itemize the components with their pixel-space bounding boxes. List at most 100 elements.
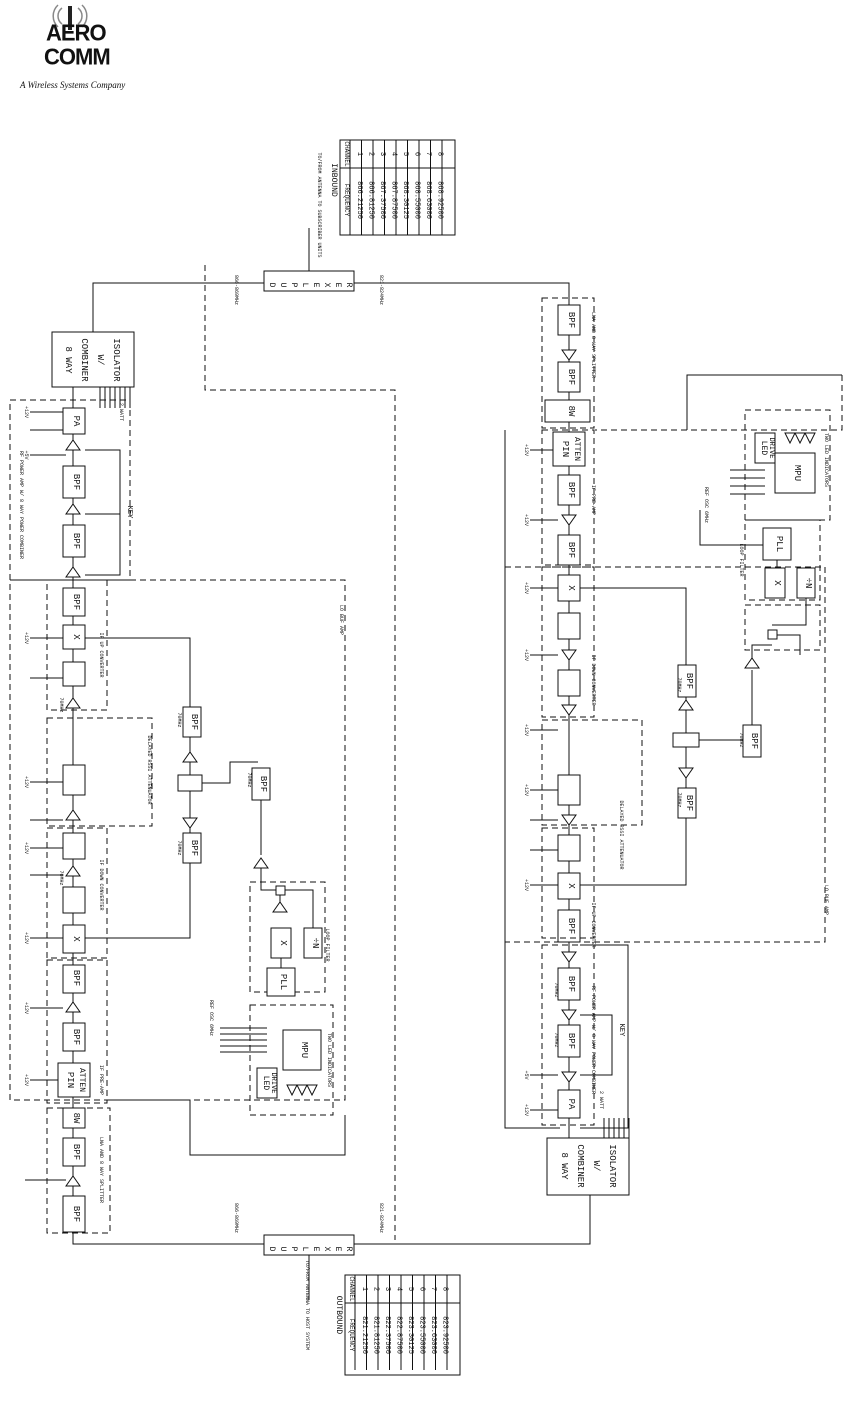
bottom-duplexer-letter: D xyxy=(267,1247,276,1252)
outbound-channel-cell: 6 xyxy=(418,1287,426,1291)
left-filter-1 xyxy=(62,661,86,687)
left-delayed-agc-note: DELAYED RSSI ATTENUATOR xyxy=(146,735,152,804)
outbound-frequency-cell: 823.92500 xyxy=(441,1316,449,1354)
left-vco-x-label: X xyxy=(278,940,288,946)
outbound-frequency-cell: 821.81250 xyxy=(372,1316,380,1354)
top-duplexer-letter: X xyxy=(322,283,331,288)
top-duplexer-letter: R xyxy=(344,283,353,288)
to-host-note: TO/FROM ANTENNA TO HOST SYSTEM xyxy=(304,1260,310,1350)
left-pin-atten xyxy=(57,1062,91,1098)
right-led-label: LED xyxy=(759,441,768,456)
left-2w-note: 2 WATT xyxy=(118,403,124,421)
left-bpf-6-label: BPF xyxy=(71,1144,81,1160)
right-if-down-conv-note: IF DOWN CONVERTER xyxy=(590,654,596,705)
right-mixer-1-label: X xyxy=(566,585,576,591)
outbound-channel-cell: 1 xyxy=(360,1287,368,1291)
right-lo-bpf-3-label: BPF xyxy=(749,733,759,749)
left-lo-bpf-2-label: BPF xyxy=(189,840,199,856)
right-8w xyxy=(544,399,591,423)
left-lo-bpf-label: BPF xyxy=(189,714,199,730)
antenna-waves-icon xyxy=(52,4,88,30)
right-key-label: KEY xyxy=(617,1024,625,1037)
outbound-channel-cell: 7 xyxy=(429,1287,437,1291)
top-duplexer xyxy=(263,270,355,292)
left-bpf-5 xyxy=(62,1022,86,1052)
left-lo-bpf-2 xyxy=(182,832,202,864)
left-lo-splitter xyxy=(177,774,203,792)
left-bpf-7 xyxy=(62,1195,86,1233)
inbound-channel-cell: 3 xyxy=(378,152,386,156)
left-bpf-3-label: BPF xyxy=(71,594,81,610)
outbound-col-channel: CHANNEL xyxy=(348,1276,355,1302)
supply-voltage-label: +12V xyxy=(23,842,29,854)
inbound-channel-cell: 4 xyxy=(390,152,398,156)
right-bpf-3-label: BPF xyxy=(566,482,576,498)
left-pin-label: PIN xyxy=(65,1072,75,1088)
aerocomm-logo: AERO COMM A Wireless Systems Company xyxy=(18,2,138,94)
to-subscriber-note: TO/FROM ANTENNA TO SUBSCRIBER UNITS xyxy=(316,152,322,257)
supply-voltage-label: +12V xyxy=(523,444,529,456)
right-if-pre-amp-note: IF PRE-AMP xyxy=(590,485,596,515)
if-frequency-label: 70MHz xyxy=(676,677,682,692)
inbound-frequency-cell: 868.63000 xyxy=(424,181,432,219)
top-duplexer-letter: D xyxy=(267,283,276,288)
right-divn-label: ÷N xyxy=(803,578,813,589)
inbound-col-channel: CHANNEL xyxy=(343,141,350,167)
right-filter-3 xyxy=(557,834,581,862)
supply-voltage-label: +12V xyxy=(523,514,529,526)
right-combiner xyxy=(546,1137,630,1196)
supply-voltage-label: +12V xyxy=(23,776,29,788)
right-bpf-5-label: BPF xyxy=(566,918,576,934)
right-ref-osc-note: REF OSC 6MHz xyxy=(703,487,709,523)
right-vco-x-label: X xyxy=(772,580,782,586)
left-drive-label: DRIVE xyxy=(269,1072,277,1093)
right-combiner-label: 8 WAY xyxy=(559,1152,569,1180)
supply-voltage-label: +12V xyxy=(23,932,29,944)
left-mixer-2-label: X xyxy=(71,936,81,942)
right-lo-bpf-2 xyxy=(677,787,697,819)
left-bpf-6 xyxy=(62,1137,86,1167)
outbound-frequency-cell: 823.55000 xyxy=(418,1316,426,1354)
supply-voltage-label: +12V xyxy=(23,1002,29,1014)
outbound-title: OUTBOUND xyxy=(334,1296,343,1335)
top-duplexer-letter: L xyxy=(300,283,309,288)
left-ref-osc-note: REF OSC 6MHz xyxy=(208,1000,214,1036)
left-bpf-2-label: BPF xyxy=(71,533,81,549)
outbound-channel-cell: 2 xyxy=(372,1287,380,1291)
if-frequency-label: 70MHz xyxy=(553,1032,559,1047)
right-if-up-conv-note: IF UP CONVERTER xyxy=(590,902,596,947)
left-divn-label: ÷N xyxy=(310,938,320,949)
right-lo-buf-note: LO BUF AMP xyxy=(823,885,829,915)
right-delayed-agc-note: DELAYED RSSI ATTENUATOR xyxy=(618,800,624,869)
right-led-drive xyxy=(754,432,776,464)
left-bpf-1-label: BPF xyxy=(71,474,81,490)
right-mixer-2-label: X xyxy=(566,883,576,889)
inbound-title: INBOUND xyxy=(329,163,338,197)
supply-voltage-label: +5V xyxy=(23,450,29,459)
bottom-duplexer xyxy=(263,1234,355,1256)
inbound-frequency-cell: 868.92500 xyxy=(436,181,444,219)
right-combiner-label: ISOLATOR xyxy=(607,1144,617,1188)
outbound-channel-cell: 5 xyxy=(406,1287,414,1291)
supply-voltage-label: +12V xyxy=(523,724,529,736)
left-combiner-label: 8 WAY xyxy=(63,346,73,374)
if-frequency-label: 70MHz xyxy=(176,712,182,727)
left-lo-bpf xyxy=(182,706,202,738)
right-mpu xyxy=(774,452,816,494)
right-filter-1 xyxy=(557,612,581,640)
outbound-channel-cell: 8 xyxy=(441,1287,449,1291)
right-combiner-label: COMBINER xyxy=(575,1144,585,1188)
left-pa-label: PA xyxy=(71,416,81,427)
left-mixer-1-label: X xyxy=(71,634,81,640)
outbound-channel-cell: 3 xyxy=(383,1287,391,1291)
left-bpf-4 xyxy=(62,964,86,994)
left-mpu xyxy=(282,1029,322,1071)
supply-voltage-label: +12V xyxy=(523,582,529,594)
right-lna-note: LNA AND 8 WAY SPLITTER xyxy=(590,312,596,378)
left-if-up-conv-note: IF UP CONVERTER xyxy=(98,632,104,677)
outbound-channel-cell: 4 xyxy=(395,1287,403,1291)
supply-voltage-label: +12V xyxy=(523,649,529,661)
inbound-channel-cell: 1 xyxy=(355,152,363,156)
bottom-duplexer-in-note: 866-869MHz xyxy=(233,1203,239,1233)
left-mixer-1 xyxy=(62,624,86,650)
